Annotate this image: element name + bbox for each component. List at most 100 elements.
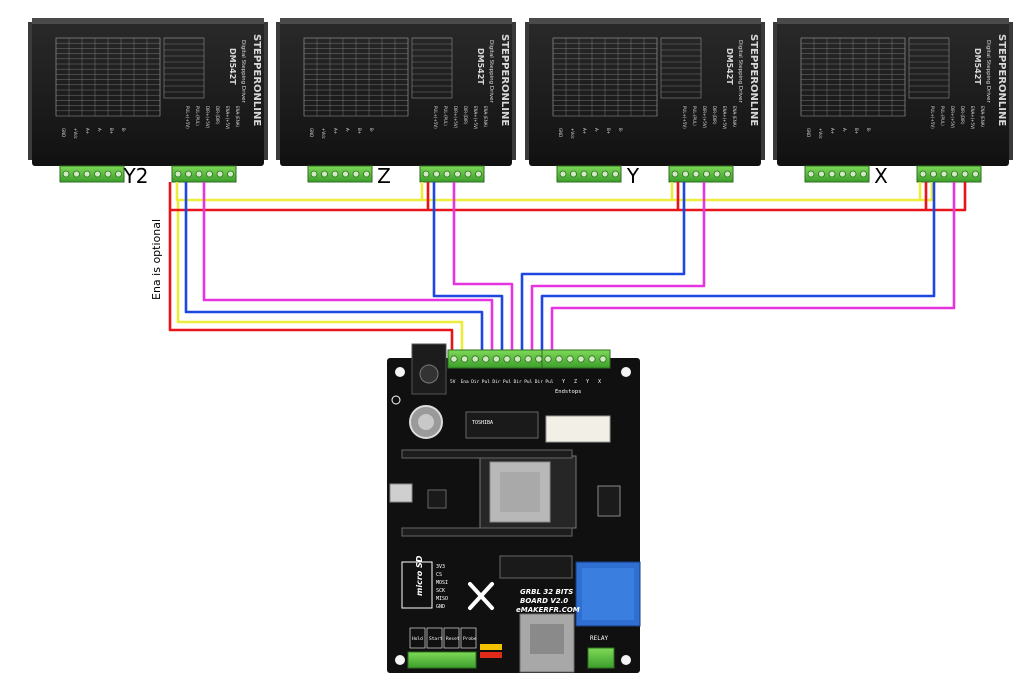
- power-terminal-label: A+: [85, 128, 90, 134]
- power-terminal-label: B+: [854, 128, 859, 134]
- heatsink-edge: [777, 18, 1009, 24]
- board-title: GRBL 32 BITS BOARD V2.0 eMAKERFR.COM: [516, 588, 580, 614]
- driver-model: DM542T: [725, 48, 734, 85]
- power-terminal-label: A+: [333, 128, 338, 134]
- driver-body: [529, 18, 761, 166]
- heatsink-edge: [529, 18, 761, 24]
- wire: [540, 182, 936, 352]
- header-screw: [566, 355, 574, 363]
- wire: [530, 182, 706, 352]
- control-input-label: Probe: [463, 636, 477, 642]
- header-pin-label: Pul: [482, 379, 490, 385]
- power-terminal-label: A-: [594, 128, 599, 133]
- signal-terminal-label: DIR-(DIR): [215, 106, 220, 125]
- power-terminal-label: GND: [806, 128, 811, 137]
- power-terminal-label: B+: [109, 128, 114, 134]
- sd-card-outline: [401, 561, 433, 609]
- header-screw: [503, 355, 511, 363]
- wire: [175, 182, 934, 202]
- chip-label: TOSHIBA: [472, 420, 493, 426]
- tools-logo: [468, 582, 494, 610]
- signal-terminal-label: ENA-(ENA): [980, 106, 985, 127]
- signal-terminal-label: PUL-(PUL): [443, 106, 448, 126]
- dip-setting-table: [303, 37, 453, 117]
- header-pin-label: Pul: [545, 379, 553, 385]
- control-input-label: Hold: [412, 636, 423, 642]
- endstop-pin-label: Z: [574, 379, 577, 385]
- driver-body: [32, 18, 264, 166]
- signal-terminal-label: PUL-(PUL): [195, 106, 200, 126]
- signal-terminal-label: DIR-(DIR): [960, 106, 965, 125]
- signal-terminal-label: PUL+(+5V): [185, 106, 190, 129]
- header-screw: [513, 355, 522, 363]
- jumper: [480, 644, 502, 650]
- power-terminal-label: GND: [558, 128, 563, 137]
- axis-label: X: [874, 164, 888, 188]
- power-terminal-label: A-: [842, 128, 847, 133]
- signal-terminal-label: DIR+(+5V): [453, 106, 458, 129]
- sd-pin-label: MOSI: [436, 580, 448, 586]
- header-screw: [524, 355, 532, 363]
- sd-logo: micro SD: [415, 555, 424, 596]
- wire: [550, 182, 956, 352]
- mounting-hole: [621, 655, 631, 665]
- power-terminal-label: B-: [369, 128, 374, 133]
- wire: [432, 182, 504, 352]
- endstops-label: Endstops: [555, 389, 582, 395]
- relay-label: RELAY: [590, 635, 608, 642]
- header-screw: [460, 355, 469, 363]
- power-terminal-label: +Vdc: [570, 128, 575, 139]
- signal-terminal-label: PUL+(+5V): [433, 106, 438, 129]
- sd-pin-label: SCK: [436, 588, 445, 594]
- dip-setting-table: [55, 37, 205, 117]
- ena-optional-note: Ena is optional: [150, 219, 163, 300]
- dip-setting-table: [800, 37, 950, 117]
- header-screw: [450, 355, 458, 363]
- header-body: [541, 349, 611, 369]
- header-screw: [577, 355, 585, 363]
- control-inputs-terminal: [407, 651, 477, 669]
- header-screw: [599, 355, 607, 363]
- heatsink-edge: [32, 18, 264, 24]
- control-input-label: Start: [429, 636, 443, 642]
- control-input-label: Reset: [446, 636, 460, 642]
- header-pin-label: Dir: [471, 379, 479, 385]
- svg-text:GRBL 32 BITS: GRBL 32 BITS: [520, 588, 573, 596]
- power-terminal-label: +Vdc: [818, 128, 823, 139]
- endstop-pin-label: Y: [586, 379, 589, 385]
- header-screw: [535, 355, 543, 363]
- axis-label: Y: [626, 164, 640, 188]
- power-terminal-block: [804, 165, 870, 183]
- power-terminal-label: B+: [606, 128, 611, 134]
- signal-terminal-label: ENA+(+5V): [225, 106, 230, 130]
- wire: [202, 182, 494, 352]
- driver-brand: STEPPERONLINE: [499, 34, 510, 126]
- heatsink-edge: [280, 18, 512, 24]
- power-terminal-label: B-: [618, 128, 623, 133]
- wire: [520, 182, 686, 352]
- signal-terminal-block: [419, 165, 485, 183]
- header-pin-label: Pul: [503, 379, 511, 385]
- sd-pin-label: CS: [436, 572, 442, 578]
- power-terminal-label: B-: [866, 128, 871, 133]
- axis-label: Y2: [123, 164, 149, 188]
- driver-subtitle: Digital Stepping Driver: [737, 40, 743, 104]
- sd-pin-label: 3V3: [436, 564, 445, 570]
- power-terminal-block: [307, 165, 373, 183]
- mounting-hole: [395, 367, 405, 377]
- signal-terminal-label: PUL-(PUL): [692, 106, 697, 126]
- header-screw: [588, 355, 596, 363]
- signal-terminal-label: PUL-(PUL): [940, 106, 945, 126]
- header-pin-label: Dir: [514, 379, 522, 385]
- driver-chip-2: [499, 555, 573, 579]
- driver-subtitle: Digital Stepping Driver: [985, 40, 991, 104]
- signal-terminal-block: [916, 165, 982, 183]
- wire: [176, 200, 464, 352]
